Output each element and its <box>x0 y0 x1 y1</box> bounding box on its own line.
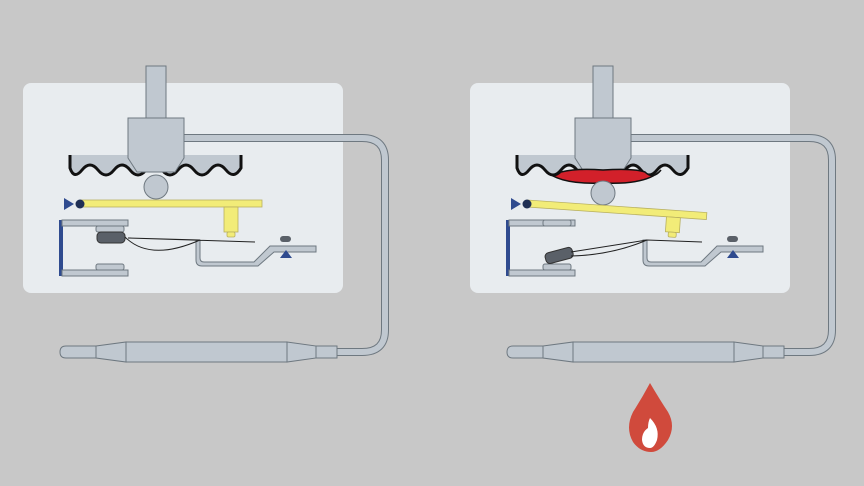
plunger <box>223 206 239 233</box>
push-ball <box>590 180 616 206</box>
pivot-icon <box>64 198 74 210</box>
flame-icon <box>629 383 672 452</box>
thermostat-heated <box>470 64 832 363</box>
fixed-contact-bottom <box>95 263 125 271</box>
thermostat-cold <box>23 64 385 363</box>
housing-panel <box>23 83 343 293</box>
contact-blade <box>570 239 703 257</box>
contact-blade <box>124 236 256 251</box>
sensor-bulb <box>506 341 785 363</box>
housing-panel <box>470 83 790 293</box>
fixed-contact-top <box>542 219 572 227</box>
lever <box>64 198 263 238</box>
lever <box>526 199 708 238</box>
moving-contact <box>96 231 126 244</box>
fixed-contact-top <box>95 225 125 233</box>
pivot-icon <box>511 198 521 210</box>
sensor-bulb <box>59 341 338 363</box>
plunger <box>664 216 681 234</box>
push-ball <box>143 174 169 200</box>
fixed-contact-bottom <box>542 263 572 271</box>
